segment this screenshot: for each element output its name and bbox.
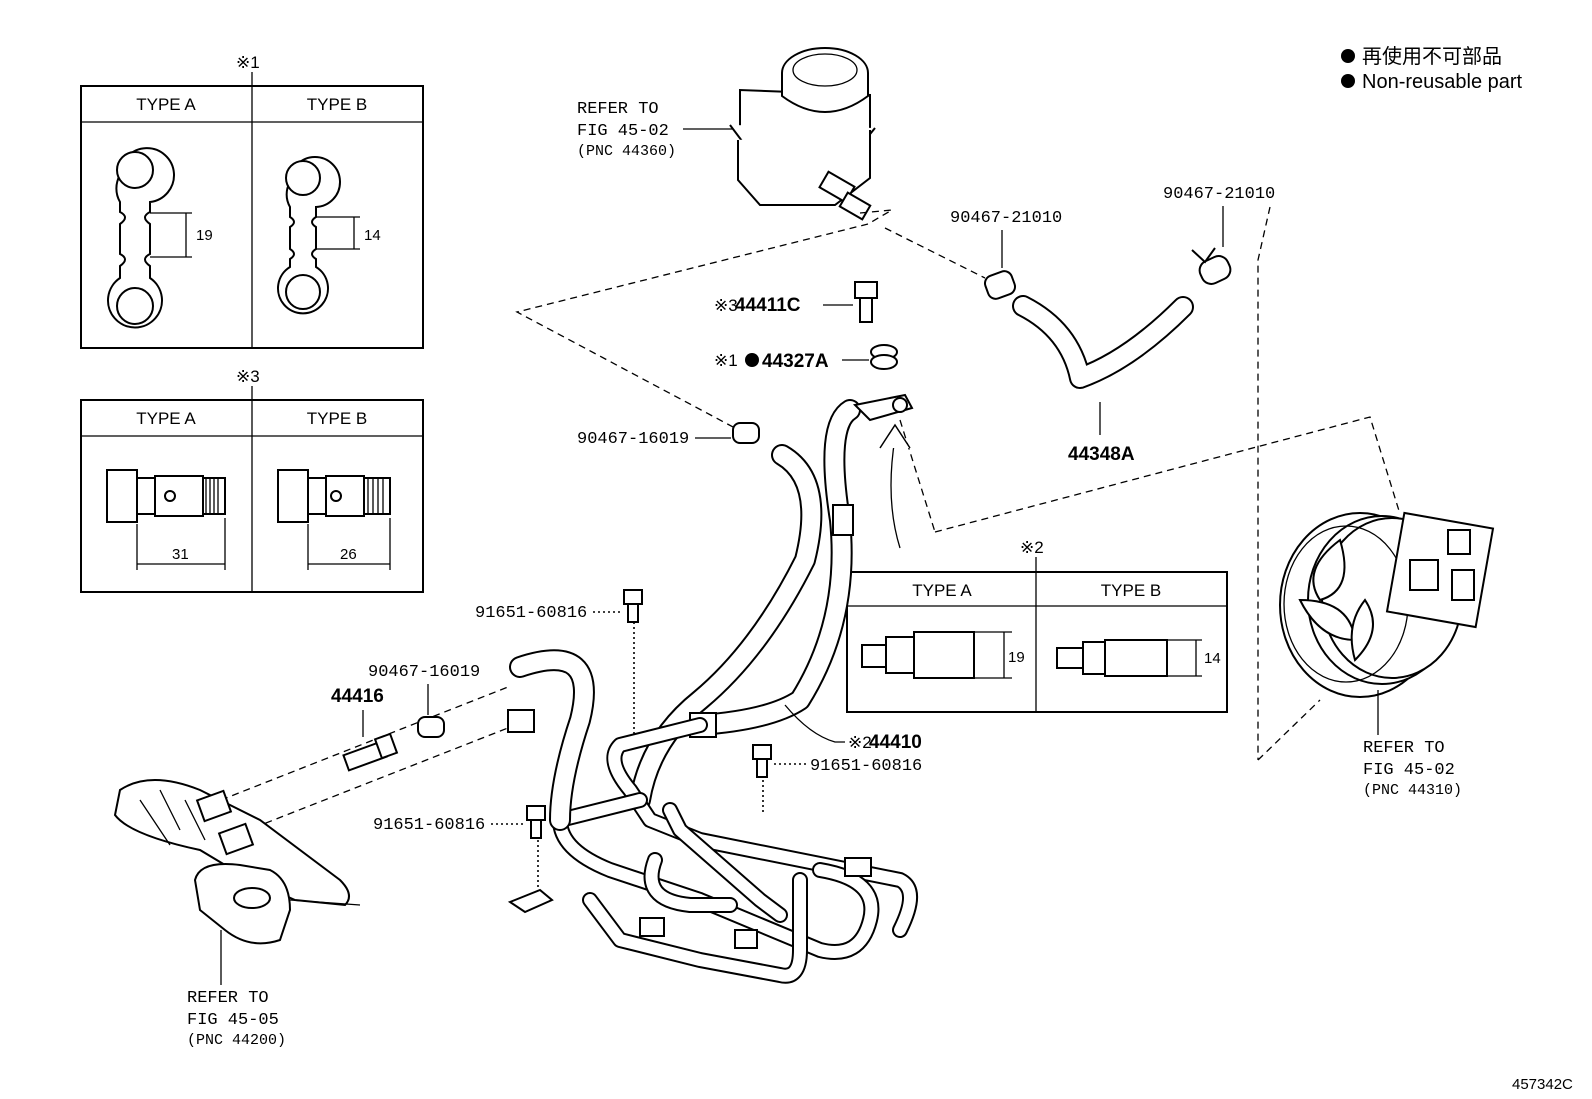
- pump-ref-2: FIG 45-02: [1363, 761, 1455, 780]
- return-hose-label: 44348A: [1068, 444, 1135, 465]
- note1-dim-b: 14: [364, 227, 381, 244]
- tube-end-type-b-icon: [1056, 639, 1168, 677]
- clamp-left-top-label: 90467-21010: [950, 209, 1062, 228]
- note3-mark: ※3: [236, 367, 260, 386]
- clamp-low-label: 90467-16019: [368, 663, 480, 682]
- union-fitting-label: 44416: [331, 686, 384, 707]
- gasket-type-b-icon: [277, 156, 341, 315]
- gasket-type-a-icon: [107, 147, 175, 329]
- tube-mark: ※2: [848, 733, 872, 752]
- tube-label: 44410: [869, 732, 922, 753]
- gear-ref-1: REFER TO: [187, 989, 269, 1008]
- note2-type-a: TYPE A: [912, 581, 972, 600]
- union-bolt-icon: [854, 281, 878, 323]
- pump-ref-1: REFER TO: [1363, 739, 1445, 758]
- pump-icon: [1279, 511, 1495, 735]
- tube-end-type-a-icon: [861, 631, 975, 679]
- legend-bullet-icon: [1341, 74, 1355, 88]
- union-bolt-type-b-icon: [277, 469, 391, 523]
- note1-type-b: TYPE B: [307, 95, 367, 114]
- note2-mark: ※2: [1020, 538, 1044, 557]
- reservoir-ref-1: REFER TO: [577, 100, 659, 119]
- legend-en: Non-reusable part: [1362, 71, 1523, 93]
- note3-dim-b: 26: [340, 546, 357, 563]
- union-bolt-label: 44411C: [735, 295, 801, 316]
- note2-dim-a: 19: [1008, 649, 1025, 666]
- tube-bundle-icon: [507, 717, 918, 984]
- gasket-mark: ※1: [714, 351, 738, 370]
- steering-gear-icon: [113, 779, 361, 985]
- gear-ref-2: FIG 45-05: [187, 1011, 279, 1030]
- gasket-icon: [870, 344, 898, 370]
- union-bolt-mark: ※3: [714, 296, 738, 315]
- union-fitting-icon: [342, 732, 399, 772]
- union-bolt-type-a-icon: [106, 469, 226, 523]
- clamp-low-icon: [417, 716, 445, 738]
- bolt-1-label: 91651-60816: [475, 604, 587, 623]
- bolt-2-icon: [752, 744, 772, 778]
- clamp-right-top-label: 90467-21010: [1163, 185, 1275, 204]
- bolt-3-label: 91651-60816: [373, 816, 485, 835]
- note3-type-a: TYPE A: [136, 409, 196, 428]
- legend: 再使用不可部品 Non-reusable part: [1341, 45, 1523, 93]
- gear-hoses-icon: [507, 649, 595, 831]
- note2-dim-b: 14: [1204, 650, 1221, 667]
- reservoir-icon: [729, 47, 876, 221]
- bolt-2-label: 91651-60816: [810, 757, 922, 776]
- legend-bullet-icon: [1341, 49, 1355, 63]
- note1-type-a: TYPE A: [136, 95, 196, 114]
- note1-dim-a: 19: [196, 227, 213, 244]
- non-reusable-bullet-icon: [745, 353, 759, 367]
- clamp-mid-icon: [732, 422, 760, 444]
- guide-lines: [220, 206, 1401, 892]
- note3-type-b: TYPE B: [307, 409, 367, 428]
- legend-jp: 再使用不可部品: [1362, 45, 1502, 68]
- gasket-label: 44327A: [762, 351, 829, 372]
- note2-type-b: TYPE B: [1101, 581, 1161, 600]
- diagram-id: 457342C: [1512, 1076, 1573, 1093]
- bolt-1-icon: [623, 589, 643, 623]
- note3-dim-a: 31: [172, 546, 189, 563]
- return-hose-icon: [983, 247, 1232, 389]
- clamp-mid-label: 90467-16019: [577, 430, 689, 449]
- note1-mark: ※1: [236, 53, 260, 72]
- bolt-3-icon: [526, 805, 546, 839]
- note1-box: ※1 TYPE A TYPE B 19 14: [80, 53, 424, 349]
- reservoir-ref-3: (PNC 44360): [577, 143, 676, 160]
- pump-ref-3: (PNC 44310): [1363, 782, 1462, 799]
- note2-box: ※2 TYPE A TYPE B 19 14: [846, 538, 1228, 713]
- reservoir-ref-2: FIG 45-02: [577, 122, 669, 141]
- note3-box: ※3 TYPE A TYPE B 31: [80, 367, 424, 593]
- gear-ref-3: (PNC 44200): [187, 1032, 286, 1049]
